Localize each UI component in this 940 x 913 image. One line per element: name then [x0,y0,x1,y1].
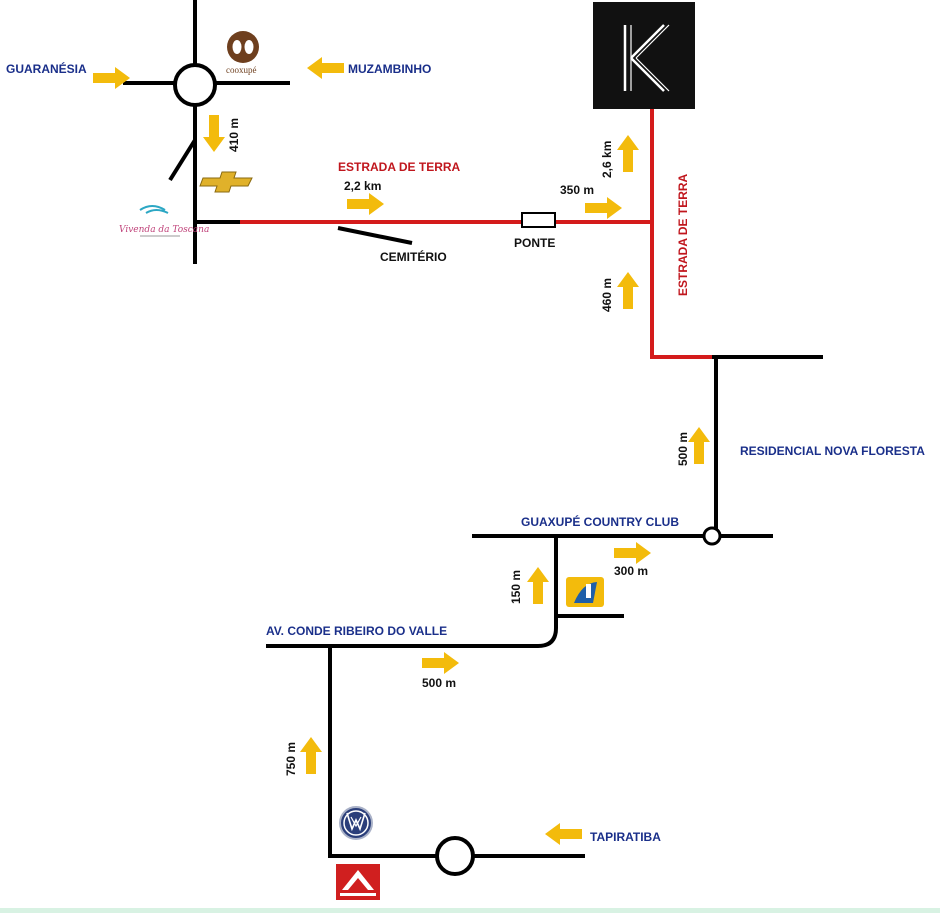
distance-300m: 300 m [614,564,648,578]
bridge-box [521,212,556,228]
label-ponte: PONTE [514,236,555,250]
arrow-icon [585,197,622,219]
destination-k-logo [593,2,695,109]
arrow-icon [203,115,225,152]
gas-station-icon [566,577,604,607]
arrows [93,57,710,845]
distance-350m: 350 m [560,183,594,197]
distance-750m: 750 m [284,742,298,776]
label-estrada-horizontal: ESTRADA DE TERRA [338,160,461,174]
label-muzambinho: MUZAMBINHO [348,62,431,76]
distance-500m-north: 500 m [676,432,690,466]
label-country-club: GUAXUPÉ COUNTRY CLUB [521,514,679,529]
arrow-icon [93,67,130,89]
svg-text:Vivenda da Toscana: Vivenda da Toscana [119,225,209,235]
arrow-icon [617,272,639,309]
label-tapiratiba: TAPIRATIBA [590,830,661,844]
road-cemiterio [337,226,413,245]
roundabout-south [435,836,475,876]
arrow-icon [688,427,710,464]
road-150m-segment [266,536,558,648]
arrow-icon [617,135,639,172]
distance-150m: 150 m [509,570,523,604]
volkswagen-logo [339,806,373,840]
roundabout-country-club [702,526,722,546]
label-residencial: RESIDENCIAL NOVA FLORESTA [740,444,925,458]
arrow-icon [545,823,582,845]
arrow-icon [347,193,384,215]
arrow-icon [307,57,344,79]
road-branch-diagonal [168,138,197,182]
distance-2-2km: 2,2 km [344,179,381,193]
distance-410m: 410 m [227,118,241,152]
arrow-icon [422,652,459,674]
dirt-road-vertical [650,100,712,359]
label-estrada-vertical: ESTRADA DE TERRA [676,173,690,296]
vivenda-logo: Vivenda da Toscana [119,205,209,237]
distance-500m-east: 500 m [422,676,456,690]
svg-text:cooxupé: cooxupé [226,65,257,75]
arrow-icon [527,567,549,604]
distance-2-6km: 2,6 km [600,141,614,178]
sao-paulo-logo [336,864,380,900]
bottom-bar [0,908,940,913]
roundabout-north [173,63,217,107]
cooxupe-logo: cooxupé [226,31,259,75]
chevrolet-logo [199,171,253,193]
label-cemiterio: CEMITÉRIO [380,249,447,264]
label-guaranesia: GUARANÉSIA [6,61,87,76]
dirt-roads [240,100,712,359]
label-av-conde: AV. CONDE RIBEIRO DO VALLE [266,624,447,638]
arrow-icon [300,737,322,774]
arrow-icon [614,542,651,564]
distance-460m: 460 m [600,278,614,312]
